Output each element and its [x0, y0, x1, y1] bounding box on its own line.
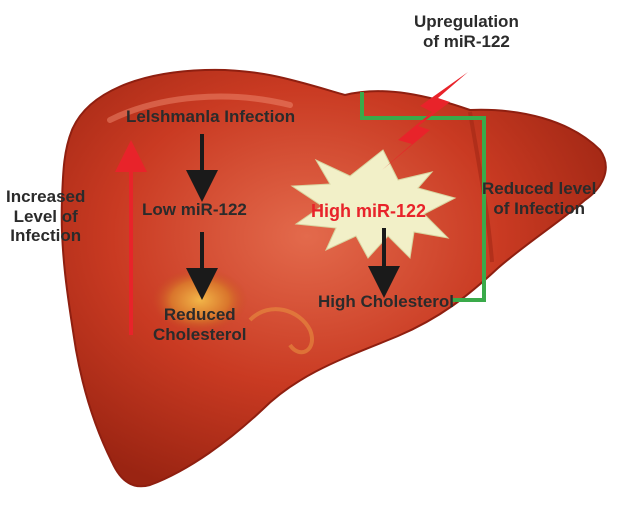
increased-line2: Level of	[6, 207, 85, 227]
reduced-level-line1: Reduced level	[482, 179, 596, 199]
high-mir122-label: High miR-122	[311, 201, 426, 222]
reduced-cholesterol-line2: Cholesterol	[153, 325, 247, 345]
increased-line3: Infection	[6, 226, 85, 246]
increased-infection-label: Increased Level of Infection	[6, 187, 85, 246]
upregulation-label: Upregulation of miR-122	[414, 12, 519, 51]
liver-shape	[62, 70, 606, 486]
high-cholesterol-label: High Cholesterol	[318, 292, 454, 312]
upregulation-line2: of miR-122	[414, 32, 519, 52]
leishmania-infection-label: Lelshmanla Infection	[126, 107, 295, 127]
upregulation-line1: Upregulation	[414, 12, 519, 32]
reduced-cholesterol-label: Reduced Cholesterol	[153, 305, 247, 344]
low-mir122-label: Low miR-122	[142, 200, 247, 220]
reduced-cholesterol-line1: Reduced	[153, 305, 247, 325]
reduced-level-label: Reduced level of Infection	[482, 179, 596, 218]
increased-line1: Increased	[6, 187, 85, 207]
reduced-level-line2: of Infection	[482, 199, 596, 219]
